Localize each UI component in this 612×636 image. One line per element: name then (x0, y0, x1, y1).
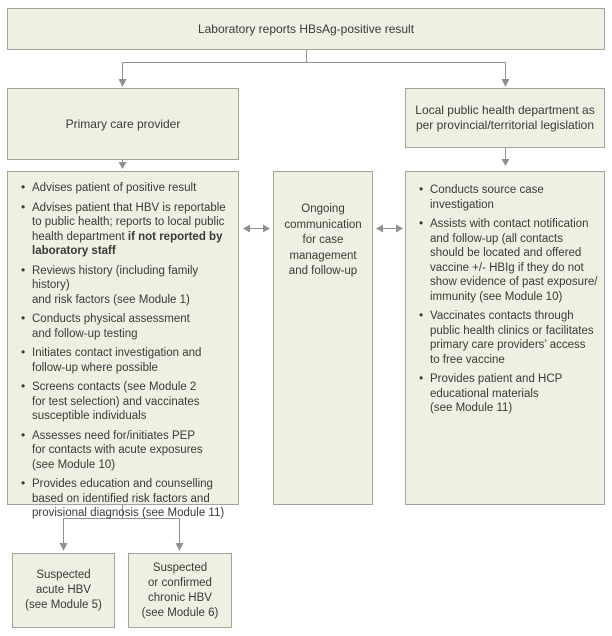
public-health-box: Local public health department as per pr… (405, 88, 605, 148)
primary-care-box: Primary care provider (7, 88, 239, 160)
acute-hbv-box: Suspected acute HBV (see Module 5) (12, 553, 115, 628)
ongoing-communication-box: Ongoing communication for case managemen… (273, 171, 373, 505)
chronic-hbv-box: Suspected or confirmed chronic HBV (see … (128, 553, 232, 628)
top-split-connector (122, 50, 506, 63)
primary-care-actions-box: Advises patient of positive result Advis… (7, 171, 239, 519)
arrowhead-left-icon (243, 224, 250, 233)
list-item: Advises patient that HBV is reportable t… (21, 200, 232, 259)
arrowhead-right-icon (263, 224, 270, 233)
public-health-label: Local public health department as per pr… (415, 103, 595, 132)
lab-report-label: Laboratory reports HBsAg-positive result (197, 21, 415, 36)
chronic-hbv-label: Suspected or confirmed chronic HBV (see … (141, 561, 219, 619)
list-item: Conducts source case investigation (419, 182, 598, 212)
primary-care-label: Primary care provider (65, 116, 181, 131)
list-item: Conducts physical assessment and follow-… (21, 311, 232, 341)
list-item: Assesses need for/initiates PEP for cont… (21, 428, 232, 473)
list-item: Assists with contact notification and fo… (419, 216, 598, 304)
lab-report-box: Laboratory reports HBsAg-positive result (7, 8, 605, 50)
arrowhead-down-icon (118, 162, 127, 169)
list-item: Advises patient of positive result (21, 180, 232, 196)
arrowhead-down-icon (501, 159, 510, 166)
arrowhead-left-icon (376, 224, 383, 233)
list-item: Initiates contact investigation and foll… (21, 345, 232, 375)
list-item: Reviews history (including family histor… (21, 263, 232, 308)
ongoing-communication-label: Ongoing communication for case managemen… (284, 203, 362, 277)
arrowhead-down-icon (59, 543, 68, 551)
list-item: Screens contacts (see Module 2 for test … (21, 379, 232, 424)
list-item-text: Advises patient that HBV is reportable t… (32, 201, 226, 243)
list-item-bold-text: if not reported by laboratory staff (32, 230, 223, 258)
list-item: Vaccinates contacts through public healt… (419, 308, 598, 367)
acute-hbv-label: Suspected acute HBV (see Module 5) (25, 569, 102, 611)
arrowhead-down-icon (175, 543, 184, 551)
arrowhead-right-icon (396, 224, 403, 233)
primary-care-actions-list: Advises patient of positive result Advis… (8, 172, 238, 521)
list-item: Provides patient and HCP educational mat… (419, 371, 598, 416)
public-health-actions-box: Conducts source case investigation Assis… (405, 171, 605, 505)
arrowhead-down-icon (118, 79, 127, 87)
arrowhead-down-icon (501, 79, 510, 87)
list-item: Provides education and counselling based… (21, 476, 232, 521)
public-health-actions-list: Conducts source case investigation Assis… (406, 172, 604, 416)
